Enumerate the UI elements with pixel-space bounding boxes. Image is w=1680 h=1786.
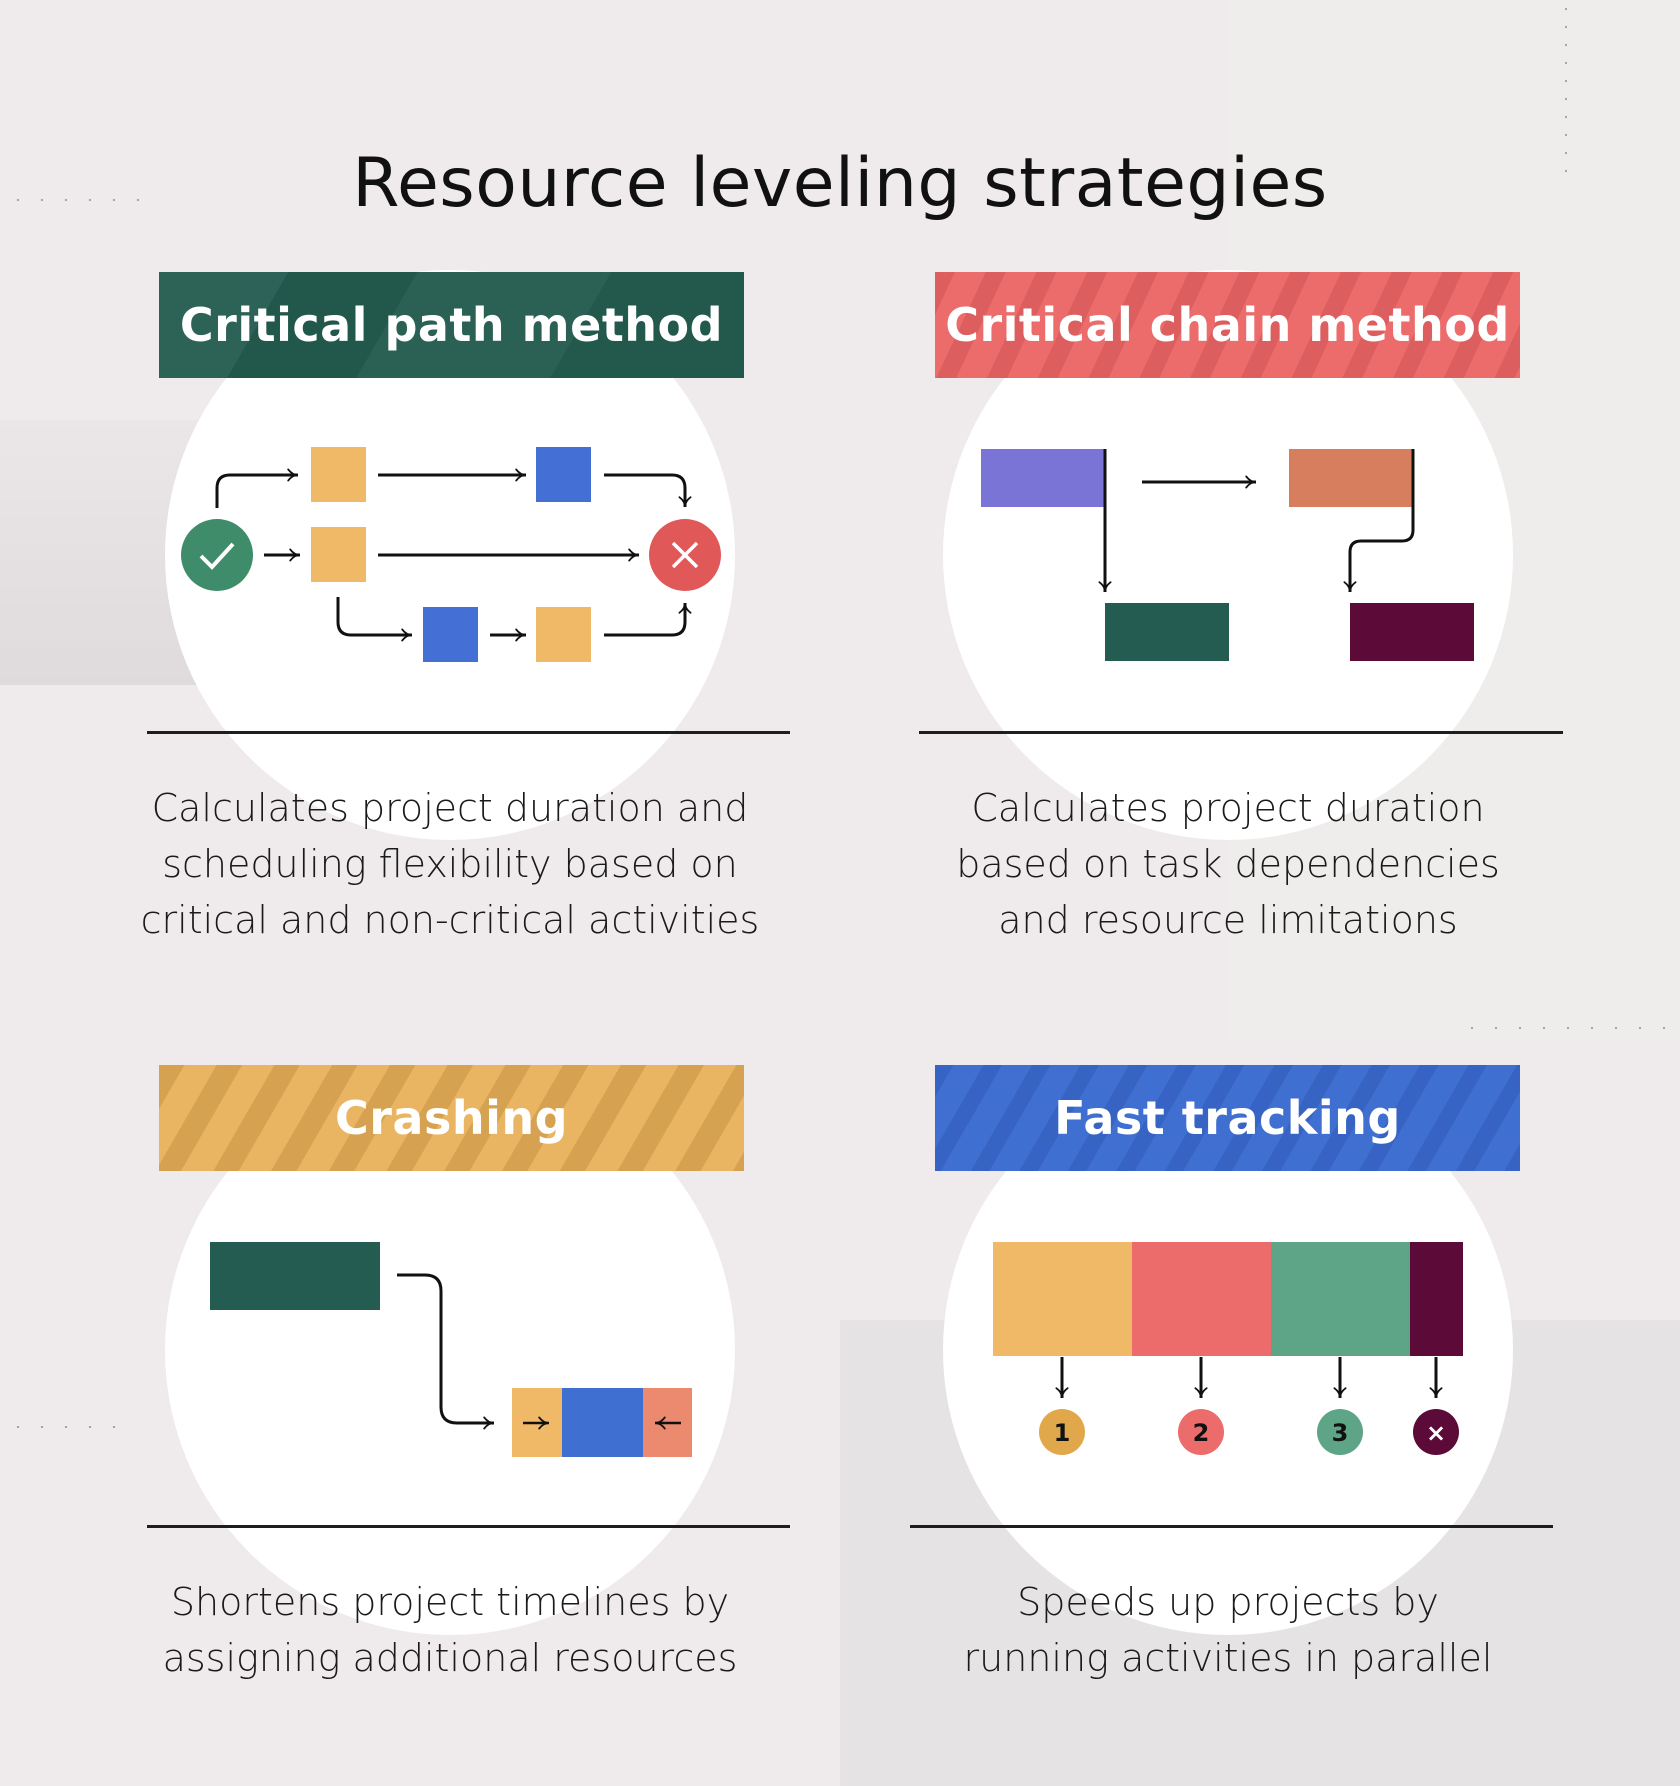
critical-path-diagram bbox=[181, 447, 721, 662]
dotted-line-top-left bbox=[6, 199, 156, 201]
marker-circle-1 bbox=[1039, 1409, 1085, 1455]
x-icon bbox=[671, 541, 699, 569]
marker-label: 3 bbox=[1332, 1419, 1349, 1447]
task-box-blue bbox=[423, 607, 478, 662]
description-crashing: Shortens project timelines by assigning … bbox=[100, 1574, 800, 1686]
segment-sage bbox=[1271, 1242, 1410, 1356]
task-box-yellow bbox=[311, 447, 366, 502]
description-line: Calculates project duration and bbox=[151, 786, 749, 830]
marker-label: 2 bbox=[1193, 1419, 1210, 1447]
page-title: Resource leveling strategies bbox=[352, 143, 1328, 223]
header-fast-tracking: Fast tracking bbox=[935, 1065, 1520, 1171]
marker-label: 1 bbox=[1054, 1419, 1071, 1447]
crashing-diagram bbox=[210, 1242, 692, 1457]
fast-tracking-diagram bbox=[993, 1242, 1463, 1455]
start-success-circle bbox=[181, 519, 253, 591]
critical-chain-diagram bbox=[981, 449, 1474, 661]
description-line: critical and non-critical activities bbox=[140, 898, 760, 942]
description-line: Speeds up projects by bbox=[1017, 1580, 1439, 1624]
header-title: Critical path method bbox=[179, 298, 724, 352]
description-line: Calculates project duration bbox=[971, 786, 1485, 830]
segment-coral bbox=[1132, 1242, 1271, 1356]
task-box-yellow bbox=[311, 527, 366, 582]
dotted-line-middle-right bbox=[1460, 1027, 1680, 1029]
divider-crashing bbox=[147, 1525, 790, 1528]
arrow-icon bbox=[1343, 449, 1415, 593]
description-critical-chain: Calculates project duration based on tas… bbox=[878, 780, 1578, 948]
header-critical-path-method: Critical path method bbox=[159, 272, 744, 378]
description-line: based on task dependencies bbox=[956, 842, 1500, 886]
description-line: Shortens project timelines by bbox=[170, 1580, 730, 1624]
task-block-orange bbox=[1289, 449, 1413, 507]
x-icon: × bbox=[1426, 1419, 1446, 1447]
fast-tracking-marker-labels: 1 2 3 × bbox=[1054, 1419, 1446, 1447]
header-title: Crashing bbox=[334, 1091, 569, 1145]
segment-maroon bbox=[1410, 1242, 1463, 1356]
header-title: Critical chain method bbox=[945, 298, 1510, 352]
segment-yellow bbox=[993, 1242, 1132, 1356]
arrow-icon bbox=[215, 468, 299, 508]
description-line: assigning additional resources bbox=[162, 1636, 738, 1680]
task-block-purple bbox=[981, 449, 1105, 507]
task-block-teal bbox=[1105, 603, 1229, 661]
task-box-blue bbox=[536, 447, 591, 502]
description-line: scheduling flexibility based on bbox=[162, 842, 738, 886]
check-icon bbox=[199, 542, 235, 570]
task-block-teal bbox=[210, 1242, 380, 1310]
divider-fast-tracking bbox=[910, 1525, 1553, 1528]
description-critical-path: Calculates project duration and scheduli… bbox=[100, 780, 800, 948]
description-line: and resource limitations bbox=[998, 898, 1458, 942]
compressed-segment-blue bbox=[562, 1388, 643, 1457]
task-block-maroon bbox=[1350, 603, 1474, 661]
texture bbox=[935, 1065, 1520, 1171]
divider-critical-chain bbox=[919, 731, 1563, 734]
texture bbox=[159, 1065, 744, 1171]
marker-circle-x bbox=[1413, 1409, 1459, 1455]
task-box-yellow bbox=[536, 607, 591, 662]
arrow-icon bbox=[604, 602, 692, 637]
header-crashing: Crashing bbox=[159, 1065, 744, 1171]
header-title: Fast tracking bbox=[1054, 1091, 1401, 1145]
arrow-icon bbox=[604, 473, 692, 508]
header-critical-chain-method: Critical chain method bbox=[935, 272, 1520, 378]
description-fast-tracking: Speeds up projects by running activities… bbox=[878, 1574, 1578, 1686]
marker-circle-3 bbox=[1317, 1409, 1363, 1455]
texture bbox=[159, 272, 744, 378]
marker-circle-2 bbox=[1178, 1409, 1224, 1455]
divider-critical-path bbox=[147, 731, 790, 734]
description-line: running activities in parallel bbox=[963, 1636, 1493, 1680]
dotted-line-top-right bbox=[1565, 0, 1567, 185]
arrow-icon bbox=[336, 597, 413, 642]
arrow-icon bbox=[397, 1273, 495, 1430]
texture bbox=[935, 272, 1520, 378]
dotted-line-bottom-left bbox=[6, 1426, 126, 1428]
